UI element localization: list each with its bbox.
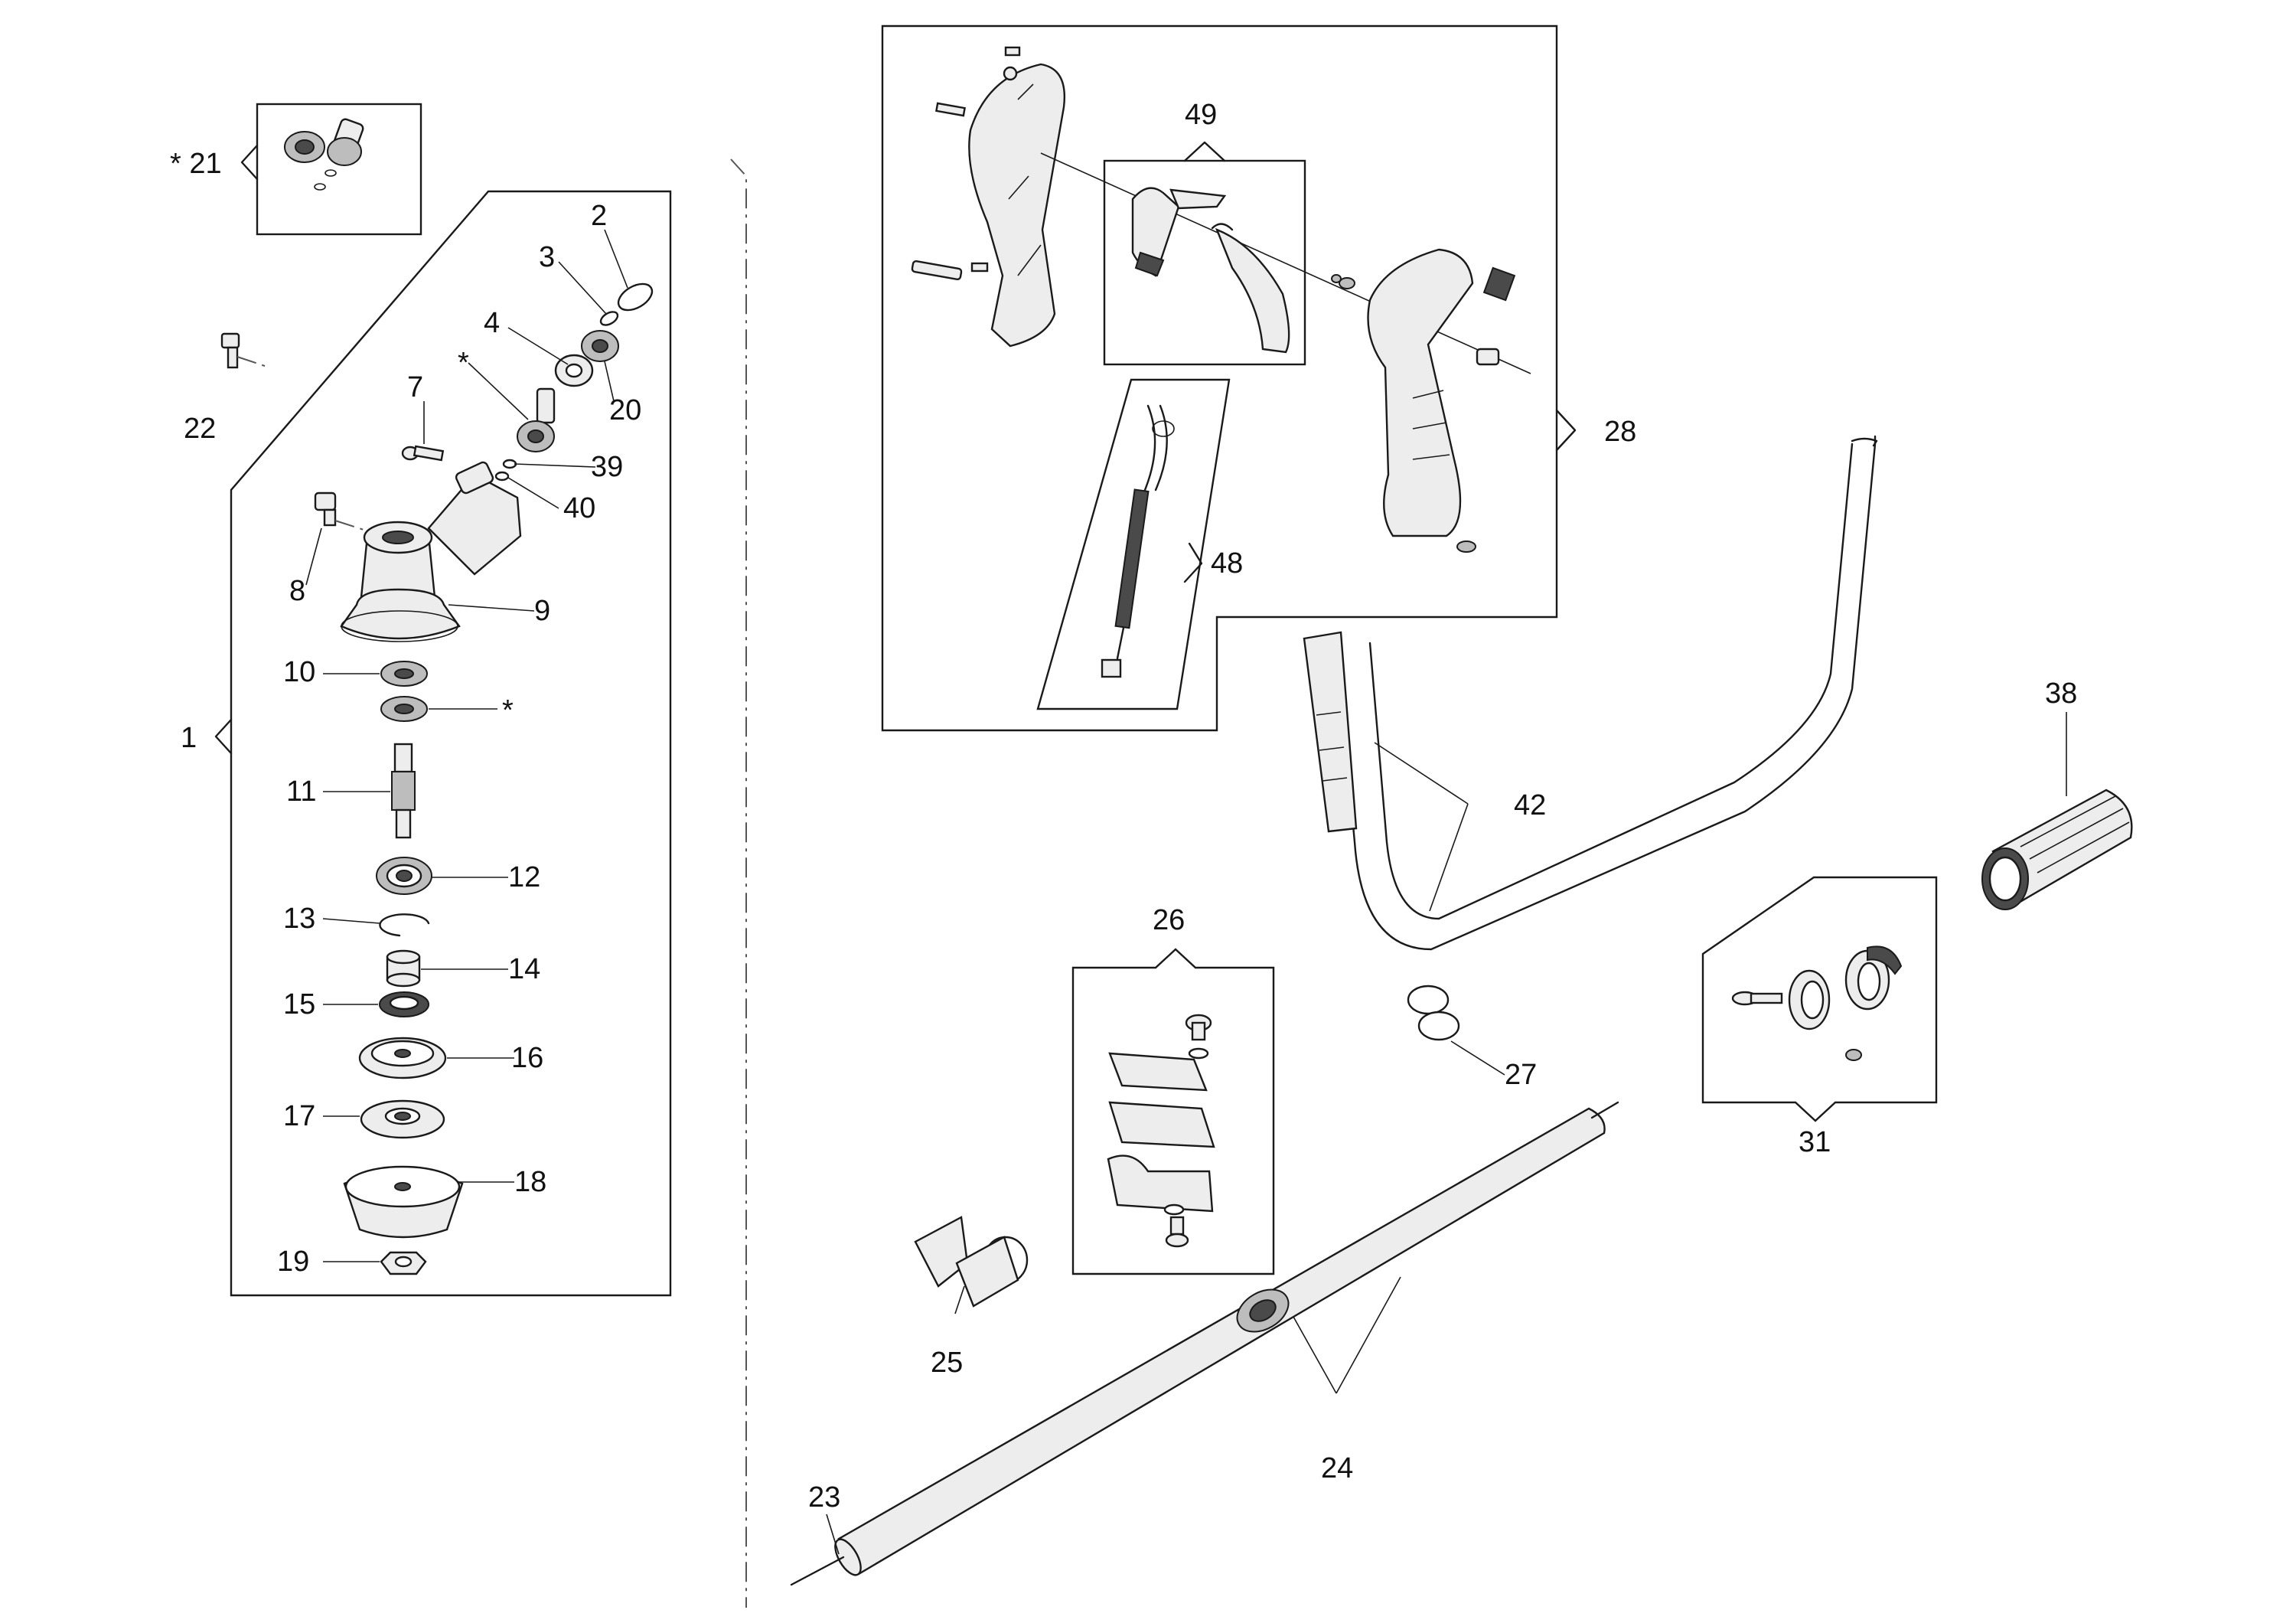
label-22: 22 [184, 413, 216, 445]
label-38: 38 [2045, 678, 2077, 710]
grip-38 [1981, 789, 2133, 910]
handle-axis-line [1040, 152, 1531, 374]
bolt-22 [220, 332, 270, 369]
label-13: 13 [283, 903, 315, 935]
cup-18 [343, 1165, 464, 1239]
sleeve-25 [914, 1216, 1029, 1308]
shaft-11 [391, 743, 416, 839]
leader-lines [305, 229, 2067, 1555]
drive-tube-24 [834, 1107, 1606, 1576]
trigger-frame-49 [1103, 159, 1306, 366]
clamp-frame-31 [1701, 876, 1938, 1122]
gearbox-assembly-frame [230, 190, 672, 1297]
handle-assembly-frame [881, 24, 1558, 732]
label-18: 18 [514, 1166, 546, 1198]
screw-7 [401, 445, 445, 462]
label-21: * 21 [170, 148, 222, 180]
label-28: 28 [1604, 416, 1636, 448]
drive-shaft-23 [790, 1101, 1619, 1586]
handle-left-half [911, 46, 1066, 348]
label-24: 24 [1321, 1452, 1353, 1484]
label-31: 31 [1799, 1126, 1831, 1158]
handlebar-42 [1303, 435, 1878, 951]
cover-16 [358, 1037, 447, 1079]
trigger-parts-49 [1131, 187, 1290, 354]
label-26: 26 [1153, 904, 1185, 936]
label-27: 27 [1505, 1059, 1537, 1091]
label-11: 11 [286, 776, 316, 808]
label-25: 25 [931, 1347, 963, 1379]
label-2: 2 [591, 200, 607, 232]
label-10: 10 [283, 656, 315, 688]
label-16: 16 [511, 1042, 543, 1074]
label-3: 3 [539, 241, 555, 273]
clamp-31 [1731, 945, 1903, 1061]
label-19: 19 [277, 1246, 309, 1278]
cable-48 [1101, 404, 1175, 678]
nut-19 [380, 1251, 427, 1275]
bearing-12 [376, 857, 432, 895]
bearing-20 [581, 330, 619, 362]
washer-17 [360, 1099, 445, 1139]
label-15: 15 [283, 988, 315, 1020]
clamp-frame-26 [1071, 948, 1275, 1275]
kit-21-gears [284, 118, 364, 191]
circlip-13 [379, 913, 430, 937]
brace-28 [1555, 409, 1577, 452]
gear-housing-9 [340, 461, 522, 642]
label-8: 8 [289, 575, 305, 607]
brace-21 [240, 144, 259, 181]
label-9: 9 [534, 595, 550, 627]
label-42: 42 [1514, 789, 1546, 821]
cable-frame-48 [1036, 378, 1231, 710]
label-14: 14 [508, 953, 540, 985]
spacer-14 [386, 949, 421, 988]
label-49: 49 [1185, 99, 1217, 131]
label-40: 40 [563, 492, 595, 524]
ring-40 [494, 471, 510, 482]
bevel-gear [380, 696, 428, 722]
label-4: 4 [484, 307, 500, 339]
label-23: 23 [808, 1481, 840, 1514]
ring-2 [617, 282, 654, 312]
brace-1 [214, 718, 233, 755]
label-17: 17 [283, 1100, 315, 1132]
label-star-4: * [458, 347, 469, 379]
pinion-gear [517, 387, 556, 452]
ring-27 [1407, 985, 1460, 1041]
kit-21-frame [256, 103, 422, 236]
ring-3 [599, 311, 619, 326]
bearing-10 [380, 661, 428, 687]
label-20: 20 [609, 394, 641, 426]
label-39: 39 [591, 451, 623, 483]
label-1: 1 [181, 722, 197, 754]
separator-line [730, 158, 747, 1608]
label-12: 12 [508, 861, 540, 893]
brace-48 [1183, 542, 1203, 583]
ring-39 [502, 459, 517, 469]
label-7: 7 [407, 371, 423, 403]
clamp-26 [1107, 1014, 1215, 1248]
label-star-10: * [502, 694, 514, 727]
bolt-8 [314, 491, 383, 537]
brace-49 [1183, 141, 1226, 162]
label-48: 48 [1211, 547, 1243, 580]
handle-right-half [1331, 248, 1516, 553]
seal-15 [379, 991, 429, 1017]
